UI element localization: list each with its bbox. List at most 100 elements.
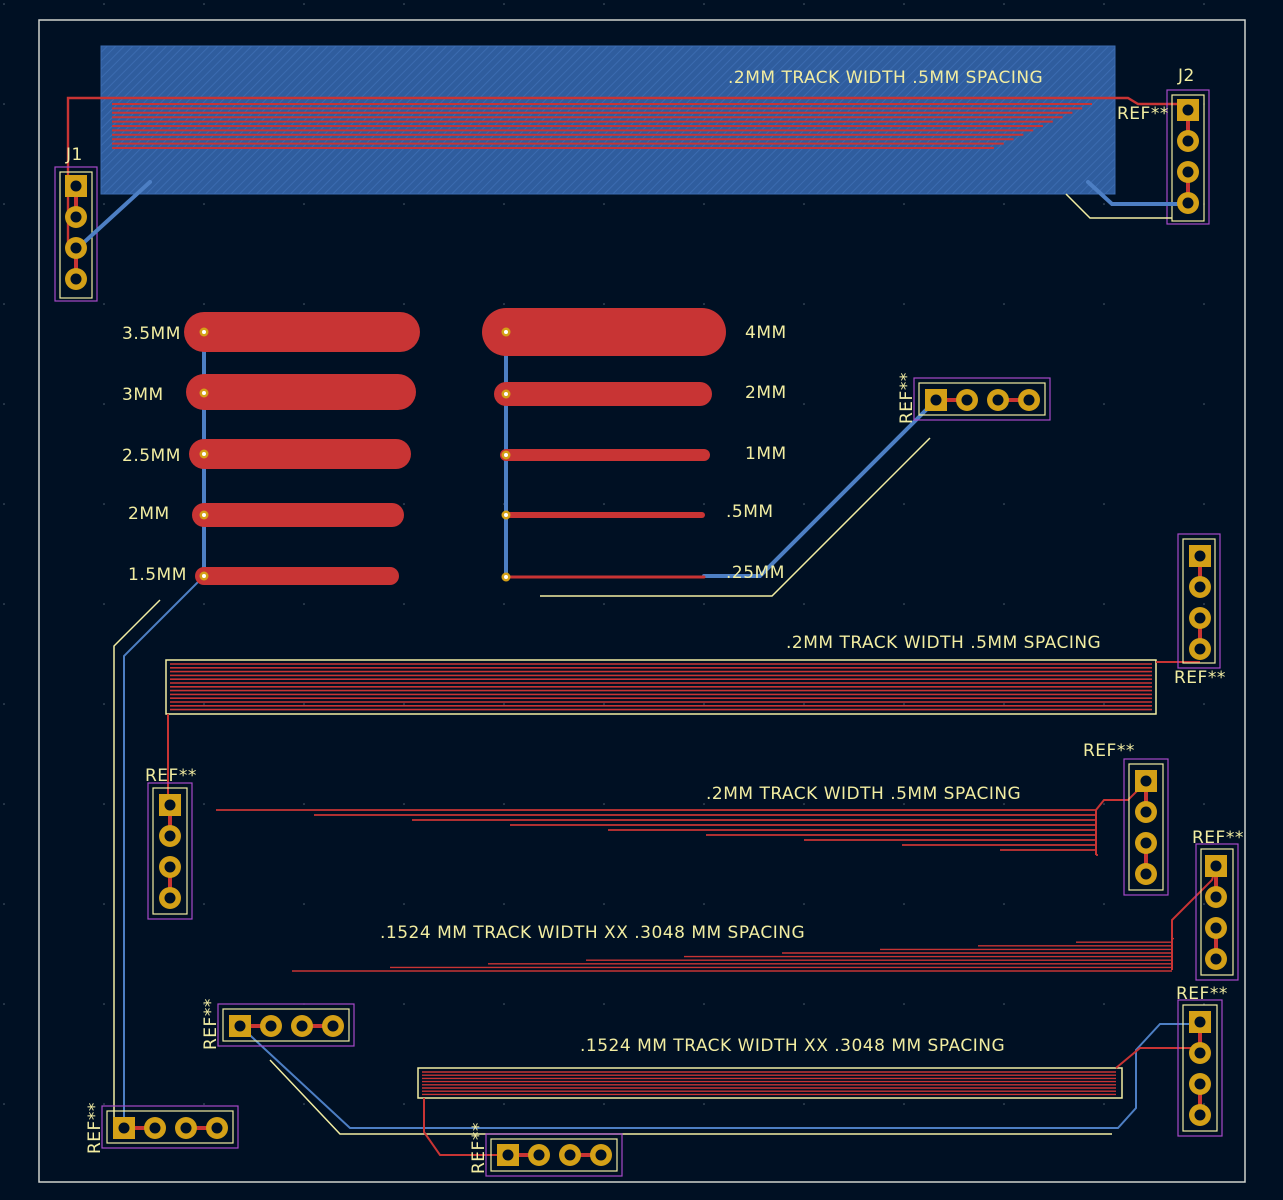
connector-j2[interactable]: J2	[1166, 66, 1210, 225]
courtyard	[147, 782, 193, 920]
pin-hole	[70, 211, 82, 223]
via-hole	[504, 575, 508, 579]
courtyard	[1195, 843, 1239, 981]
pin-hole	[533, 1149, 545, 1161]
width-label: 4MM	[745, 323, 787, 343]
pin-hole	[70, 242, 82, 254]
width-label: 3.5MM	[122, 324, 181, 344]
silk-outline	[918, 382, 1046, 416]
bus-2-traces	[216, 809, 1098, 856]
via-hole	[504, 392, 508, 396]
pin-hole	[1194, 1109, 1206, 1121]
pin-hole	[1140, 868, 1152, 880]
silk-outline	[106, 1110, 234, 1144]
pin-hole	[211, 1122, 223, 1134]
silk-outline	[1182, 538, 1216, 664]
ref-label: REF**	[897, 372, 917, 424]
pin-hole	[1140, 837, 1152, 849]
trace	[66, 96, 1186, 248]
pin-hole	[1194, 1078, 1206, 1090]
via-hole	[504, 453, 508, 457]
pin-hole	[1182, 197, 1194, 209]
ref-label: REF**	[1176, 984, 1228, 1004]
pin-hole	[1194, 1047, 1206, 1059]
pin-hole	[1182, 166, 1194, 178]
board-edge	[38, 19, 1246, 1183]
pin-hole	[164, 830, 176, 842]
ref-label: REF**	[469, 1122, 489, 1174]
ref-label: REF**	[1192, 828, 1244, 848]
pin-hole	[118, 1122, 130, 1134]
width-demo-tracks	[184, 308, 726, 585]
pin-hole	[1194, 581, 1206, 593]
ref-label: REF**	[201, 998, 221, 1050]
bus-1-traces	[170, 663, 1152, 711]
connector-j1[interactable]: J1	[54, 145, 98, 302]
silk-outline	[152, 787, 188, 915]
ref-label: REF**	[85, 1102, 105, 1154]
silk-outline	[1128, 763, 1164, 891]
ref-label: REF**	[1117, 104, 1169, 124]
top-zone-label: .2MM TRACK WIDTH .5MM SPACING	[728, 68, 1043, 88]
pin-hole	[1194, 550, 1206, 562]
width-label: 2MM	[128, 504, 170, 524]
silkscreen-lines	[113, 193, 1172, 1135]
pin-hole	[1140, 775, 1152, 787]
ref-label: REF**	[1083, 741, 1135, 761]
fine-bus-1-label: .1524 MM TRACK WIDTH XX .3048 MM SPACING	[380, 923, 805, 943]
pin-hole	[1210, 953, 1222, 965]
silk-outline	[222, 1008, 350, 1042]
courtyard	[913, 377, 1051, 421]
pin-hole	[70, 180, 82, 192]
courtyard	[1177, 533, 1221, 669]
pin-hole	[296, 1020, 308, 1032]
bus-outline-4	[417, 1067, 1123, 1099]
pin-hole	[1182, 104, 1194, 116]
pin-hole	[265, 1020, 277, 1032]
width-label: 3MM	[122, 385, 164, 405]
pin-hole	[1140, 806, 1152, 818]
pin-hole	[502, 1149, 514, 1161]
pin-hole	[1194, 612, 1206, 624]
via-hole	[504, 330, 508, 334]
pin-header-group[interactable]	[65, 99, 1239, 1177]
pin-hole	[164, 799, 176, 811]
courtyard	[101, 1105, 239, 1149]
courtyard	[1177, 999, 1223, 1137]
width-labels-right: 4MM 2MM 1MM .5MM .25MM	[726, 323, 787, 583]
via-hole	[202, 513, 206, 517]
courtyard	[1123, 758, 1169, 896]
pin-hole	[180, 1122, 192, 1134]
pin-hole	[164, 892, 176, 904]
pin-hole	[149, 1122, 161, 1134]
silk-outline	[490, 1138, 618, 1172]
pin-hole	[1182, 135, 1194, 147]
j2-reference: J2	[1177, 66, 1195, 86]
width-label: .5MM	[726, 502, 774, 522]
width-label: .25MM	[726, 563, 785, 583]
pin-hole	[164, 861, 176, 873]
pin-hole	[327, 1020, 339, 1032]
bus-outline-1	[165, 659, 1157, 715]
pin-hole	[564, 1149, 576, 1161]
mid-bus-1-label: .2MM TRACK WIDTH .5MM SPACING	[786, 633, 1101, 653]
pin-hole	[1023, 394, 1035, 406]
pin-hole	[1210, 860, 1222, 872]
via-hole	[202, 574, 206, 578]
pin-hole	[234, 1020, 246, 1032]
width-labels-left: 3.5MM 3MM 2.5MM 2MM 1.5MM	[122, 324, 186, 585]
pin-hole	[930, 394, 942, 406]
width-label: 1MM	[745, 444, 787, 464]
via-hole	[202, 391, 206, 395]
silk-outline	[1182, 1004, 1218, 1132]
ref-label: REF**	[1174, 668, 1226, 688]
back-copper-thin	[123, 575, 1200, 1129]
top-zone-traces	[66, 96, 1186, 248]
fine-bus-2-label: .1524 MM TRACK WIDTH XX .3048 MM SPACING	[580, 1036, 1005, 1056]
courtyard	[485, 1133, 623, 1177]
pin-hole	[1194, 643, 1206, 655]
copper-zone-top	[100, 45, 1116, 195]
via-hole	[504, 513, 508, 517]
